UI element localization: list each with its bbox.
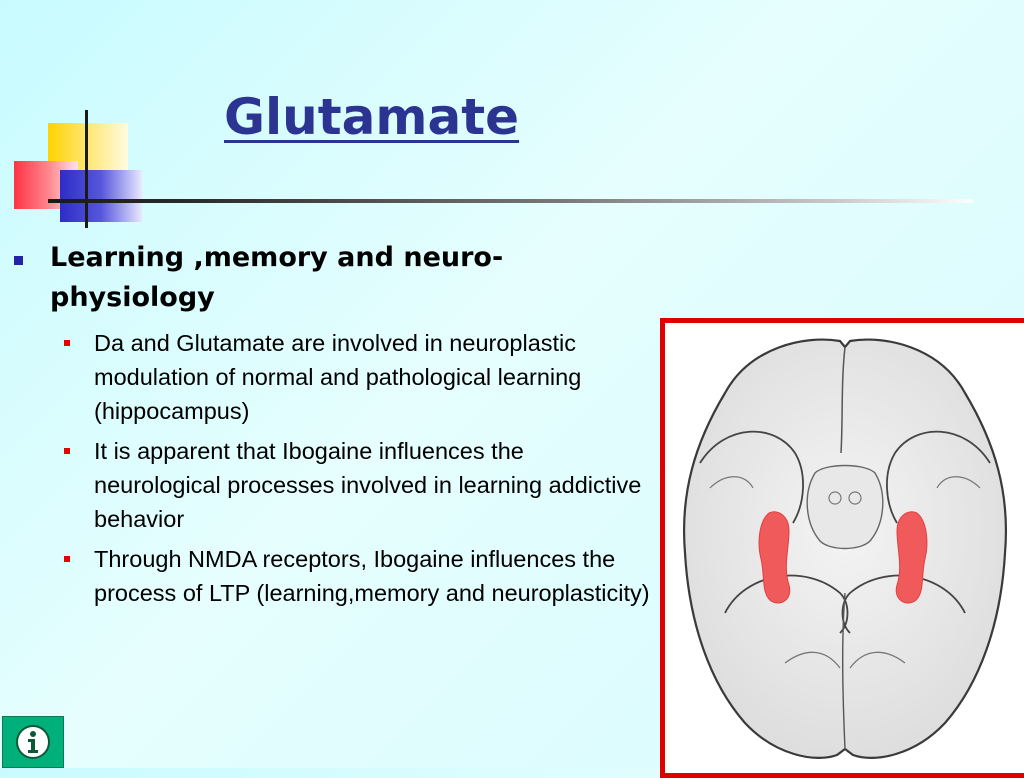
sub-bullet-list: Da and Glutamate are involved in neuropl… [10, 326, 650, 610]
red-square-bullet-icon [64, 448, 70, 454]
title-divider-line [48, 199, 973, 203]
slide-content: Learning ,memory and neuro-physiology Da… [10, 238, 650, 616]
bullet-level1: Learning ,memory and neuro-physiology [10, 238, 650, 318]
slide-title: Glutamate [224, 88, 520, 146]
sub-bullet-item: Da and Glutamate are involved in neuropl… [54, 326, 650, 428]
red-square-bullet-icon [64, 556, 70, 562]
sub-bullet-text: Da and Glutamate are involved in neuropl… [94, 330, 582, 424]
info-button[interactable] [2, 716, 64, 768]
deco-blue-square [60, 170, 142, 222]
hippocampus-right [895, 511, 928, 604]
deco-vertical-line [85, 110, 88, 228]
decorative-logo-blocks [0, 0, 160, 240]
sub-bullet-text: Through NMDA receptors, Ibogaine influen… [94, 546, 650, 606]
sub-bullet-text: It is apparent that Ibogaine influences … [94, 438, 642, 532]
sub-bullet-item: It is apparent that Ibogaine influences … [54, 434, 650, 536]
square-bullet-icon [14, 256, 23, 265]
bullet-level1-text: Learning ,memory and neuro-physiology [50, 242, 504, 313]
hippocampus-left [758, 511, 791, 604]
brain-image-frame [660, 318, 1024, 778]
info-icon [16, 725, 50, 759]
brain-hippocampus-illustration [682, 338, 1008, 759]
sub-bullet-item: Through NMDA receptors, Ibogaine influen… [54, 542, 650, 610]
red-square-bullet-icon [64, 340, 70, 346]
